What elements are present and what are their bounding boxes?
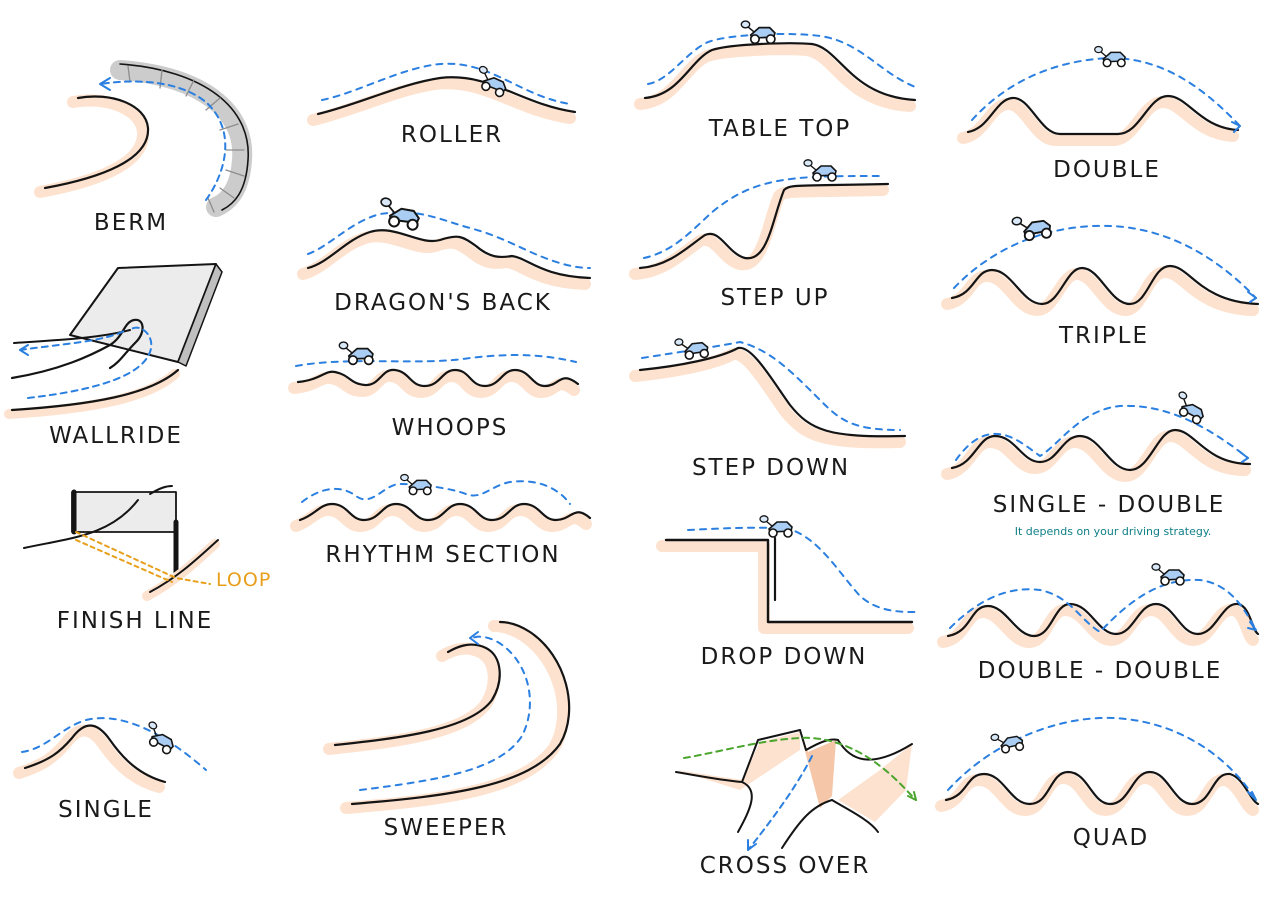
finish-line-feature [23,485,220,601]
label-finish-line: FINISH LINE [56,608,214,634]
label-double-double: DOUBLE - DOUBLE [977,658,1223,684]
cross-over-feature [675,729,917,851]
table-top-feature [634,33,919,112]
label-whoops: WHOOPS [391,415,509,441]
whoops-feature [288,354,580,398]
rc-buggy-icon [1151,562,1185,586]
rc-buggy-icon [759,514,793,538]
label-cross-over: CROSS OVER [699,853,871,879]
label-drop-down: DROP DOWN [700,644,868,670]
berm-feature [34,60,253,217]
label-step-up: STEP UP [720,285,830,311]
label-dragons-back: DRAGON'S BACK [334,290,552,316]
triple-feature [941,224,1260,316]
sweeper-feature [323,620,571,814]
step-down-feature [629,341,907,449]
single-double-note: It depends on your driving strategy. [1014,525,1212,538]
label-rhythm-section: RHYTHM SECTION [325,542,561,568]
rc-buggy-icon [1010,212,1053,244]
wallride-feature [4,263,223,419]
label-sweeper: SWEEPER [383,815,509,841]
label-single-double: SINGLE - DOUBLE [992,492,1226,518]
label-table-top: TABLE TOP [708,116,852,142]
label-single: SINGLE [58,797,154,823]
single-double-feature [941,404,1252,482]
label-berm: BERM [93,210,169,236]
rc-buggy-icon [803,159,837,182]
rc-buggy-icon [740,20,776,45]
rc-buggy-icon [673,335,710,362]
label-triple: TRIPLE [1058,323,1150,349]
double-feature [957,57,1241,146]
step-up-feature [629,175,890,280]
label-double: DOUBLE [1053,157,1161,183]
label-quad: QUAD [1072,825,1150,851]
label-wallride: WALLRIDE [49,423,183,449]
dragons-back-feature [297,211,592,290]
label-step-down: STEP DOWN [691,455,851,481]
finish-line-loop-annotation: LOOP [216,569,272,591]
quad-feature [935,716,1260,816]
rc-buggy-icon [1093,45,1126,68]
roller-feature [307,62,577,126]
rhythm-section-feature [290,480,592,532]
single-feature [13,717,207,793]
label-roller: ROLLER [400,122,504,148]
drop-down-feature [656,526,917,634]
double-double-feature [937,578,1260,648]
rc-buggy-icon [139,719,180,756]
